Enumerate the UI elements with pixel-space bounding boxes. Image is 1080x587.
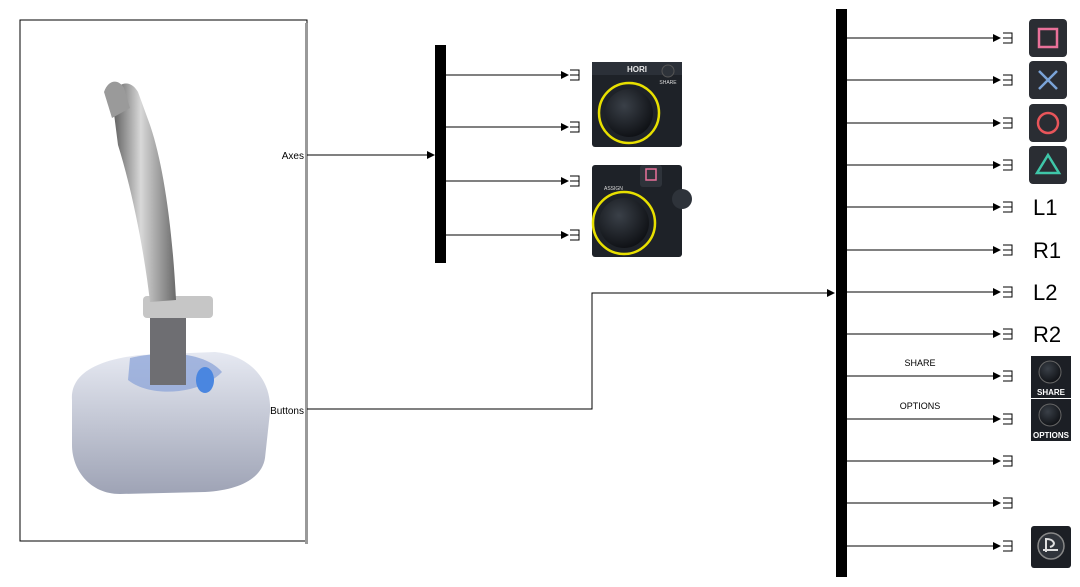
- axes-port-label: Axes: [282, 151, 304, 162]
- button-output-port-icon[interactable]: [1003, 413, 1013, 425]
- button-output-port-icon[interactable]: [1003, 201, 1013, 213]
- button-output-port-icon[interactable]: [1003, 286, 1013, 298]
- button-output-port-icon[interactable]: [1003, 455, 1013, 467]
- joystick-image-icon: [71, 81, 271, 494]
- button-text-label: L2: [1033, 280, 1057, 305]
- square-icon: [1029, 19, 1067, 57]
- hori-brand-text: HORI: [627, 65, 647, 74]
- axes-output-port-icon[interactable]: [570, 69, 580, 81]
- button-signal-label: OPTIONS: [900, 401, 941, 411]
- buttons-signal-line[interactable]: [307, 289, 835, 410]
- button-output-port-icon[interactable]: [1003, 159, 1013, 171]
- axes-output-port-icon[interactable]: [570, 121, 580, 133]
- axes-output-port-icon[interactable]: [570, 229, 580, 241]
- share-button-icon: SHARE: [1031, 356, 1071, 398]
- cross-icon: [1029, 61, 1067, 99]
- button-output-port-icon[interactable]: [1003, 32, 1013, 44]
- options-button-icon: OPTIONS: [1031, 399, 1071, 441]
- joystick-block-shadow: [305, 23, 308, 544]
- assign-small-text: ASSIGN: [604, 186, 623, 192]
- axes-demux-block[interactable]: [435, 45, 446, 263]
- button-image-text: SHARE: [1037, 388, 1066, 397]
- circle-icon: [1029, 104, 1067, 142]
- button-text-label: R2: [1033, 322, 1061, 347]
- buttons-demux-block[interactable]: [836, 9, 847, 577]
- button-text-label: L1: [1033, 195, 1057, 220]
- button-output-port-icon[interactable]: [1003, 74, 1013, 86]
- share-small-text: SHARE: [659, 80, 677, 86]
- button-output-port-icon[interactable]: [1003, 497, 1013, 509]
- axes-output-port-icon[interactable]: [570, 175, 580, 187]
- ps-button-icon: [1031, 526, 1071, 568]
- joystick-block[interactable]: Axes Buttons: [19, 19, 308, 544]
- button-image-text: OPTIONS: [1033, 431, 1070, 440]
- right-stick-image-icon: HORI SHARE: [592, 62, 682, 147]
- button-output-port-icon[interactable]: [1003, 370, 1013, 382]
- button-output-port-icon[interactable]: [1003, 540, 1013, 552]
- button-output-port-icon[interactable]: [1003, 328, 1013, 340]
- buttons-port-label: Buttons: [270, 406, 304, 417]
- triangle-icon: [1029, 146, 1067, 184]
- button-signal-label: SHARE: [904, 358, 935, 368]
- button-output-port-icon[interactable]: [1003, 117, 1013, 129]
- left-stick-image-icon: ASSIGN: [591, 165, 692, 257]
- button-text-label: R1: [1033, 238, 1061, 263]
- button-output-port-icon[interactable]: [1003, 244, 1013, 256]
